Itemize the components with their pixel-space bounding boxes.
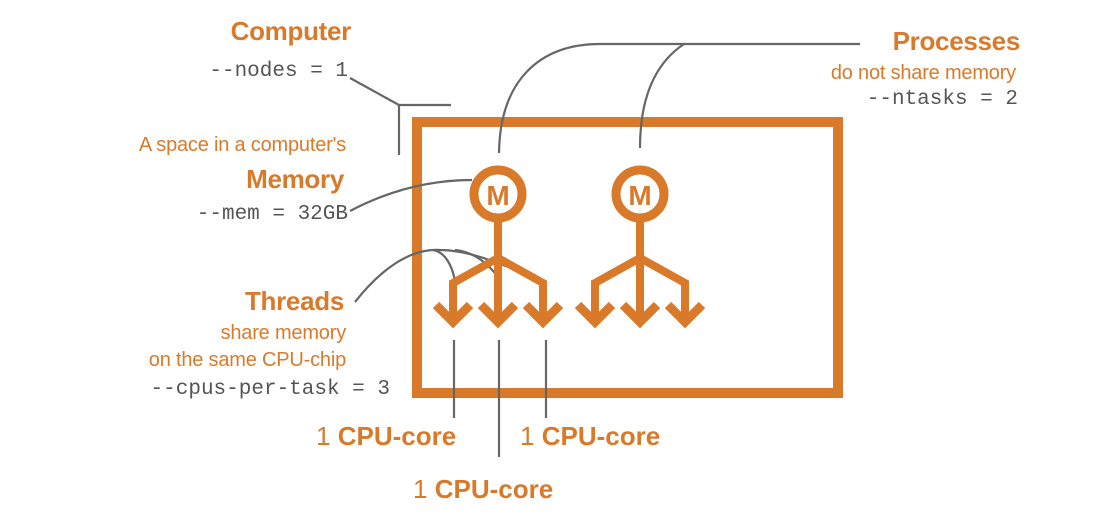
- processes-description: do not share memory: [830, 62, 1016, 84]
- thread-branch: [449, 254, 500, 322]
- cpu-core-label-3: 1 CPU-core: [520, 421, 660, 452]
- cpu-core-label-1: 1 CPU-core: [316, 421, 456, 452]
- cpu-core-label-2: 1 CPU-core: [413, 474, 553, 505]
- memory-glyph: M: [628, 180, 651, 211]
- memory-description: A space in a computer's: [138, 134, 346, 156]
- memory-mem-option: --mem = 32GB: [196, 203, 348, 226]
- cpu-core-word: CPU-core: [434, 474, 554, 504]
- thread-arrow-icon: [477, 301, 519, 329]
- computer-frame: [412, 117, 843, 398]
- cpu-core-word: CPU-core: [337, 421, 457, 451]
- thread-arrow-icon: [664, 301, 706, 329]
- computer-title: Computer: [230, 16, 352, 46]
- cpu-core-count: 1: [413, 474, 428, 504]
- computer-nodes-option: --nodes = 1: [209, 60, 348, 83]
- thread-arrow-icon: [432, 301, 474, 329]
- thread-branch: [591, 254, 642, 322]
- cpu-core-count: 1: [520, 421, 535, 451]
- memory-connector: [349, 178, 473, 212]
- thread-arrow-icon: [574, 301, 616, 329]
- thread-branch: [638, 254, 689, 322]
- cpu-core-word: CPU-core: [541, 421, 661, 451]
- processes-connector: [497, 42, 860, 154]
- thread-arrow-icon: [522, 301, 564, 329]
- memory-glyph: M: [486, 180, 509, 211]
- memory-circle-icon: [611, 165, 669, 223]
- threads-title: Threads: [244, 286, 344, 316]
- threads-description-line1: share memory: [220, 322, 347, 344]
- threads-description-line2: on the same CPU-chip: [148, 349, 346, 371]
- processes-ntasks-option: --ntasks = 2: [866, 88, 1018, 111]
- processes-title: Processes: [892, 26, 1021, 56]
- memory-title: Memory: [246, 164, 344, 194]
- thread-branch: [496, 254, 547, 322]
- process-1: M: [432, 165, 564, 329]
- cpu-core-connectors: [452, 340, 548, 457]
- process-2: M: [574, 165, 706, 329]
- threads-cpus-per-task-option: --cpus-per-task = 3: [150, 378, 390, 401]
- computer-connector: [349, 77, 451, 155]
- cpu-core-count: 1: [316, 421, 331, 451]
- memory-circle-icon: [469, 165, 527, 223]
- thread-arrow-icon: [619, 301, 661, 329]
